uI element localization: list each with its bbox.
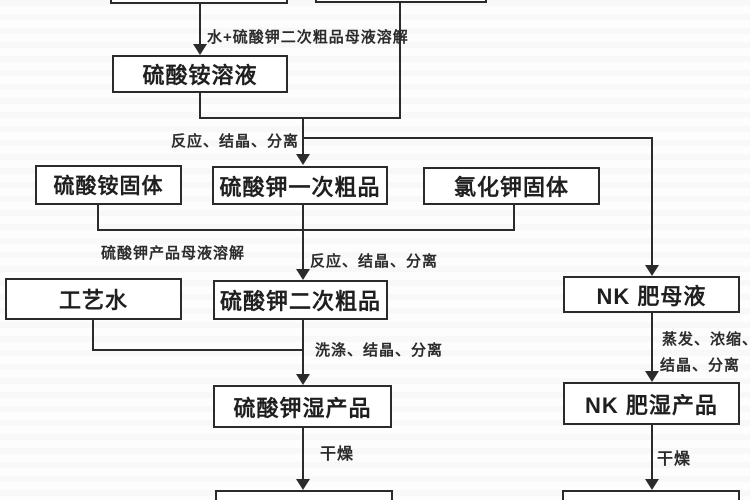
edge-label-mother-liquor-dissolve: 硫酸钾产品母液溶解	[101, 245, 246, 262]
node-potassium-sulfate-first-crude: 硫酸钾一次粗品	[212, 166, 388, 205]
node-label: 硫酸钾二次粗品	[219, 289, 381, 314]
arrowhead-into-bottom-left	[296, 479, 310, 490]
node-bottom-left-partial	[215, 490, 393, 500]
node-potassium-chloride-solid: 氯化钾固体	[423, 167, 600, 205]
edge-label-drying-left: 干燥	[320, 446, 355, 463]
edge-label-evaporation-line1: 蒸发、浓缩、	[662, 331, 750, 348]
edge-label-drying-right: 干燥	[657, 451, 692, 468]
connector-topright-down	[399, 1, 401, 119]
node-potassium-sulfate-second-crude: 硫酸钾二次粗品	[213, 280, 388, 320]
node-nk-fertilizer-wet-product: NK 肥湿产品	[563, 382, 740, 425]
node-potassium-sulfate-wet-product: 硫酸钾湿产品	[213, 385, 392, 428]
edge-label-evaporation-line2: 结晶、分离	[660, 357, 741, 374]
connector-merge-horizontal	[199, 117, 401, 119]
connector-topleft-to-solution	[199, 4, 201, 45]
node-label: 氯化钾固体	[453, 175, 569, 200]
node-top-left-partial	[110, 0, 288, 4]
arrowhead-into-solution	[193, 44, 207, 55]
edge-label-reaction-2: 反应、结晶、分离	[310, 253, 439, 270]
connector-row2-horizontal	[97, 229, 515, 231]
edge-label-washing: 洗涤、结晶、分离	[315, 342, 444, 359]
connector-process-water-right	[92, 349, 304, 351]
arrowhead-into-nk-mother-liquor	[645, 265, 659, 276]
node-ammonium-sulfate-solid: 硫酸铵固体	[35, 165, 182, 205]
connector-nk-ml-to-wet	[651, 313, 653, 372]
node-top-right-partial	[315, 0, 487, 3]
edge-label-reaction-1: 反应、结晶、分离	[171, 133, 300, 150]
arrowhead-into-nk-wet-product	[645, 371, 659, 382]
node-label: 硫酸钾湿产品	[233, 395, 372, 421]
node-bottom-right-partial	[562, 490, 740, 500]
connector-branch-right	[302, 137, 653, 139]
connector-nk-wet-to-dry	[651, 425, 653, 480]
connector-solution-down	[199, 93, 201, 119]
arrowhead-into-bottom-right	[645, 479, 659, 490]
node-label: 硫酸钾一次粗品	[219, 174, 381, 200]
connector-first-to-second-crude	[302, 205, 304, 270]
connector-merge-to-first-crude	[302, 117, 304, 155]
node-label: NK 肥湿产品	[585, 392, 718, 418]
connector-right-down-to-nk	[651, 137, 653, 266]
node-process-water: 工艺水	[5, 278, 182, 320]
node-label: 硫酸铵固体	[53, 175, 164, 198]
node-nk-fertilizer-mother-liquor: NK 肥母液	[563, 276, 740, 313]
arrowhead-into-first-crude	[296, 154, 310, 165]
node-label: NK 肥母液	[596, 283, 707, 309]
connector-as-solid-down	[97, 205, 99, 231]
node-ammonium-sulfate-solution: 硫酸铵溶液	[112, 55, 288, 93]
connector-second-crude-to-wet	[302, 320, 304, 375]
node-label: 硫酸铵溶液	[142, 63, 258, 88]
node-label: 工艺水	[58, 288, 128, 313]
connector-process-water-down	[92, 320, 94, 351]
connector-kcl-down	[513, 205, 515, 231]
edge-label-water-dissolve: 水+硫酸钾二次粗品母液溶解	[207, 29, 409, 46]
arrowhead-into-wet-product	[296, 374, 310, 385]
arrowhead-into-second-crude	[296, 269, 310, 280]
connector-wet-to-dry	[302, 428, 304, 480]
